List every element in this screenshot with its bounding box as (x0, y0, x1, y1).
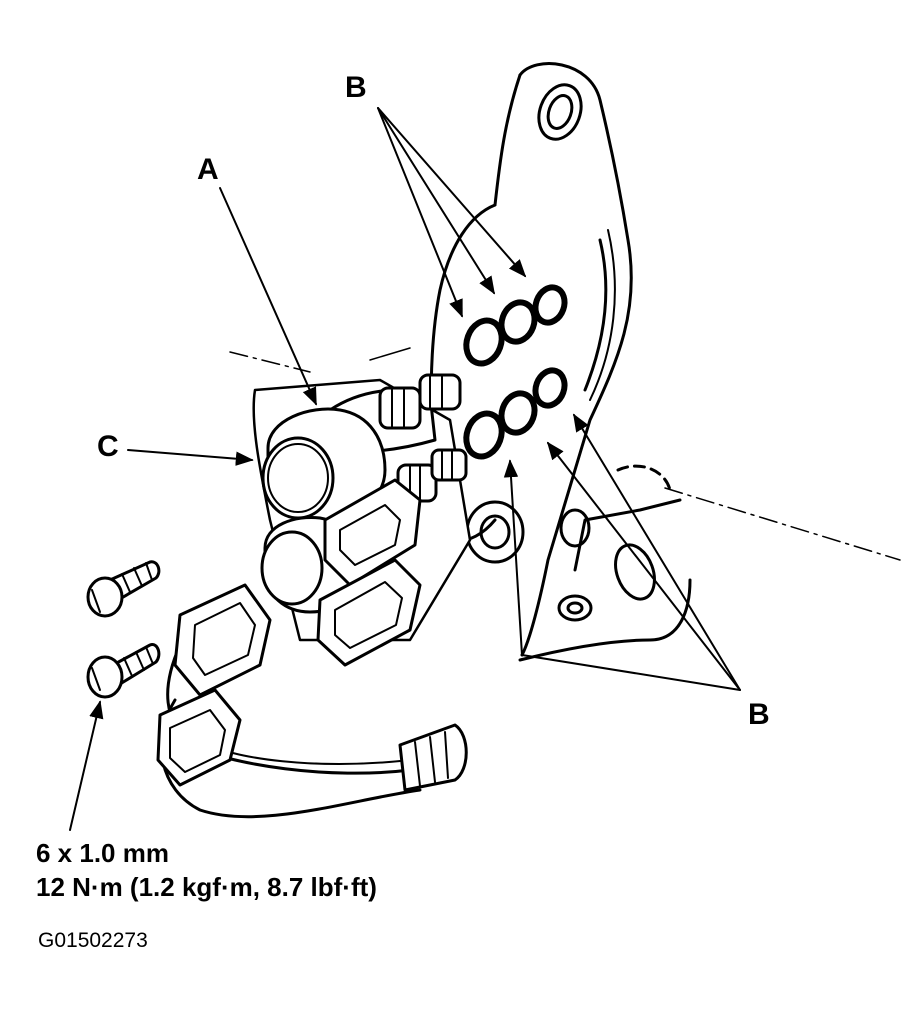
flange-bolt-upper (86, 560, 161, 618)
leader-b-bottom-1 (503, 459, 523, 656)
o-ring-group-upper (463, 284, 568, 367)
callout-b-top: B (345, 71, 367, 104)
leader-lines (69, 107, 741, 831)
leader-c (127, 449, 254, 466)
callout-b-bottom: B (748, 698, 770, 731)
solenoid-assembly (252, 373, 472, 667)
leader-b-bottom-2 (546, 441, 741, 691)
callout-a: A (197, 153, 219, 186)
leader-a (219, 187, 317, 406)
leader-b-bottom-3 (573, 413, 741, 691)
bolt-size-label: 6 x 1.0 mm (36, 838, 169, 868)
leader-b-top-3 (377, 107, 527, 278)
leader-bolt (69, 700, 104, 831)
flange-bolt-lower (86, 643, 161, 699)
figure-id: G01502273 (38, 929, 148, 952)
wire-harness (156, 583, 468, 819)
leader-b-top-1 (377, 107, 463, 318)
callout-c: C (97, 430, 119, 463)
bolt-torque-label: 12 N·m (1.2 kgf·m, 8.7 lbf·ft) (36, 872, 377, 902)
o-ring-group-lower (463, 367, 568, 460)
leader-b-top-2 (377, 107, 495, 295)
leader-b-bottom-hub (521, 654, 741, 691)
